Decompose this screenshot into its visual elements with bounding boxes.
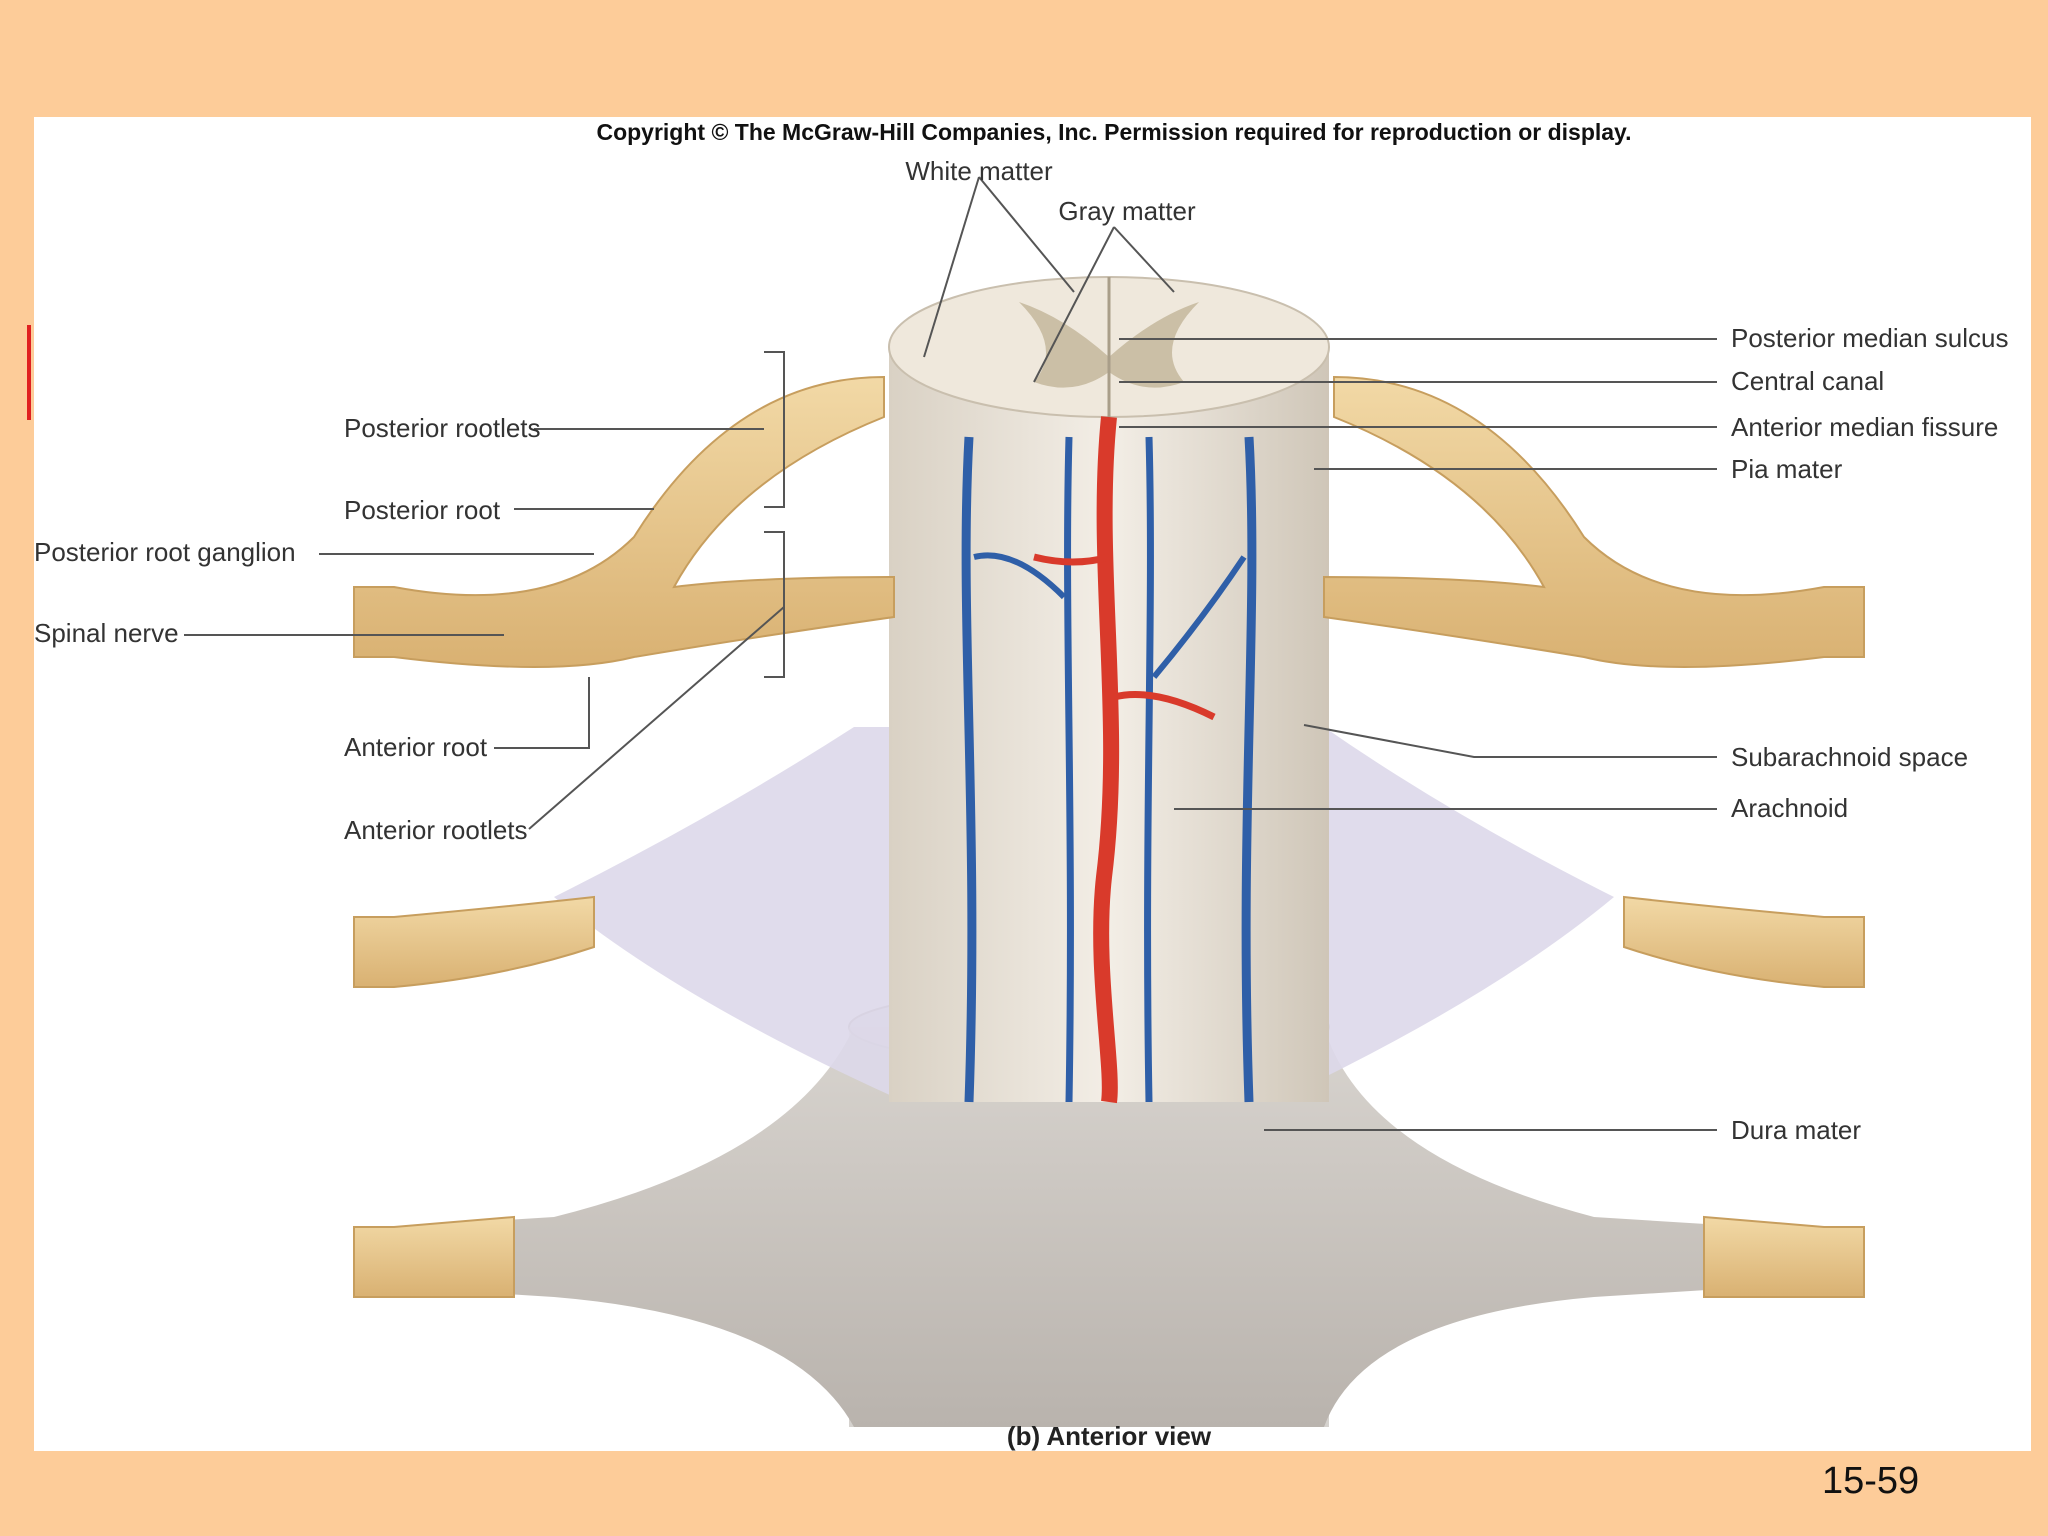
- label-central-canal: Central canal: [1731, 366, 1884, 396]
- figure-caption: (b) Anterior view: [1007, 1421, 1212, 1451]
- label-white-matter: White matter: [905, 156, 1053, 186]
- label-posterior-rootlets: Posterior rootlets: [344, 413, 541, 443]
- label-dura-mater: Dura mater: [1731, 1115, 1861, 1145]
- illustration-panel: White matter Gray matter Posterior media…: [34, 117, 2031, 1451]
- label-posterior-root: Posterior root: [344, 495, 501, 525]
- label-spinal-nerve: Spinal nerve: [34, 618, 179, 648]
- leader-lines: [184, 176, 1717, 1131]
- slide-number: 15-59: [1822, 1460, 1920, 1502]
- label-anterior-median-fissure: Anterior median fissure: [1731, 412, 1998, 442]
- label-posterior-root-ganglion: Posterior root ganglion: [34, 537, 296, 567]
- label-gray-matter: Gray matter: [1058, 196, 1196, 226]
- label-pia-mater: Pia mater: [1731, 454, 1843, 484]
- label-anterior-rootlets: Anterior rootlets: [344, 815, 528, 845]
- copyright-notice: Copyright © The McGraw-Hill Companies, I…: [596, 119, 1631, 145]
- spinal-cord-illustration: White matter Gray matter Posterior media…: [34, 119, 2008, 1451]
- label-subarachnoid-space: Subarachnoid space: [1731, 742, 1968, 772]
- label-posterior-median-sulcus: Posterior median sulcus: [1731, 323, 2008, 353]
- red-accent-bar: [27, 325, 31, 420]
- blood-vessels: [961, 416, 1257, 1104]
- spinal-nerves: [353, 375, 1865, 1298]
- label-arachnoid: Arachnoid: [1731, 793, 1848, 823]
- label-anterior-root: Anterior root: [344, 732, 488, 762]
